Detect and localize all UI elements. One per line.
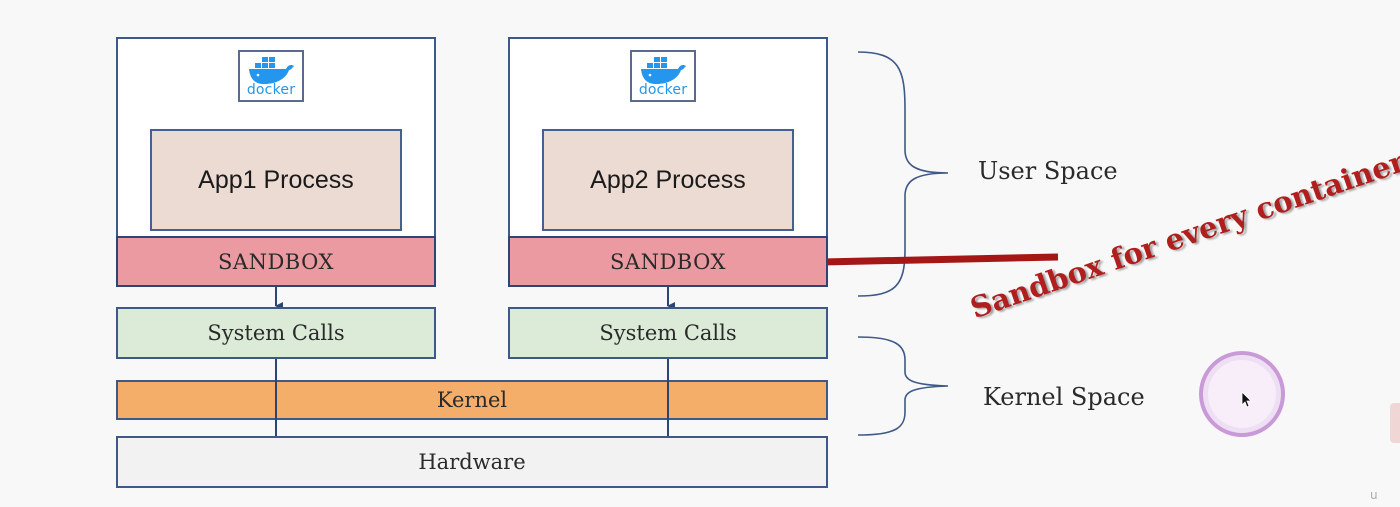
docker-logo-2: docker — [630, 50, 696, 102]
docker-logo-text: docker — [638, 82, 688, 98]
app1-process: App1 Process — [150, 129, 402, 231]
mouse-cursor-icon — [1241, 391, 1252, 408]
annotation-arrow — [781, 247, 1059, 278]
docker-whale-icon — [249, 57, 294, 84]
system-calls-1: System Calls — [116, 307, 436, 359]
user-space-label: User Space — [978, 157, 1118, 185]
docker-logo-1: docker — [238, 50, 304, 102]
sandbox-2: SANDBOX — [508, 236, 828, 287]
side-panel-tab[interactable] — [1390, 403, 1400, 443]
kernel-space-label: Kernel Space — [983, 383, 1145, 411]
docker-whale-icon — [641, 57, 686, 84]
kernel-layer: Kernel — [116, 380, 828, 420]
watermark: u — [1370, 488, 1378, 502]
user-space-brace — [857, 51, 949, 297]
sandbox-1: SANDBOX — [116, 236, 436, 287]
app2-process: App2 Process — [542, 129, 794, 231]
kernel-space-brace — [857, 336, 949, 436]
system-calls-2: System Calls — [508, 307, 828, 359]
hardware-layer: Hardware — [116, 436, 828, 488]
docker-logo-text: docker — [246, 82, 296, 98]
